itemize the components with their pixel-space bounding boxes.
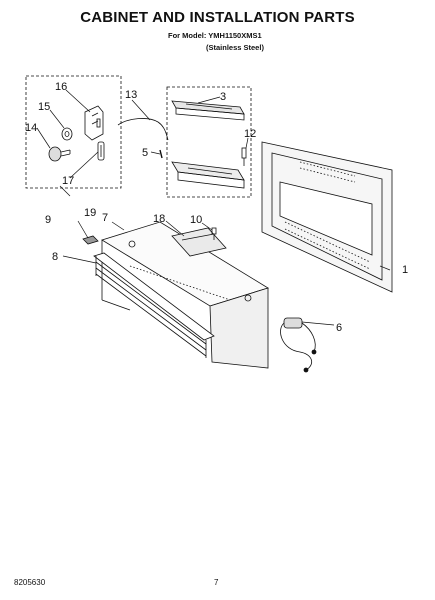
finish-line: (Stainless Steel) — [206, 43, 264, 52]
bottom-bracket-part — [171, 161, 245, 189]
clip-part — [159, 149, 163, 159]
wire-part — [117, 118, 169, 141]
callout-16: 16 — [55, 81, 67, 93]
chain-link-part — [97, 141, 105, 161]
callout-13: 13 — [125, 89, 137, 101]
callout-10: 10 — [190, 214, 202, 226]
callout-19: 19 — [84, 207, 96, 219]
leader-lines — [36, 89, 391, 326]
callout-15: 15 — [38, 101, 50, 113]
thermal-switch-part — [280, 317, 317, 373]
hardware-group-box — [25, 75, 122, 189]
top-rail-part — [171, 100, 245, 121]
callout-14: 14 — [25, 122, 37, 134]
callout-18: 18 — [153, 213, 165, 225]
callout-9: 9 — [45, 214, 51, 226]
callout-8: 8 — [52, 251, 58, 263]
page-number: 7 — [214, 578, 219, 587]
model-line: For Model: YMH1150XMS1 — [168, 31, 262, 40]
bracket-group-box — [166, 86, 252, 198]
callout-7: 7 — [102, 212, 108, 224]
callout-3: 3 — [220, 91, 226, 103]
doc-number: 8205630 — [14, 578, 46, 587]
hinge-plate-part — [84, 105, 104, 141]
grille-strip-part — [93, 252, 215, 358]
washer-part — [61, 127, 73, 141]
cabinet-housing-part — [101, 221, 269, 369]
vent-panel-part — [261, 141, 393, 293]
page-title: CABINET AND INSTALLATION PARTS — [80, 9, 355, 26]
small-screw-part — [211, 227, 217, 240]
mounting-plate-part — [171, 227, 227, 257]
callout-12: 12 — [244, 128, 256, 140]
callout-5: 5 — [142, 147, 148, 159]
pad-part — [82, 235, 99, 245]
screw-part — [241, 147, 247, 166]
callout-1: 1 — [402, 264, 408, 276]
callout-17: 17 — [62, 175, 74, 187]
knob-screw-part — [48, 146, 71, 162]
callout-6: 6 — [336, 322, 342, 334]
